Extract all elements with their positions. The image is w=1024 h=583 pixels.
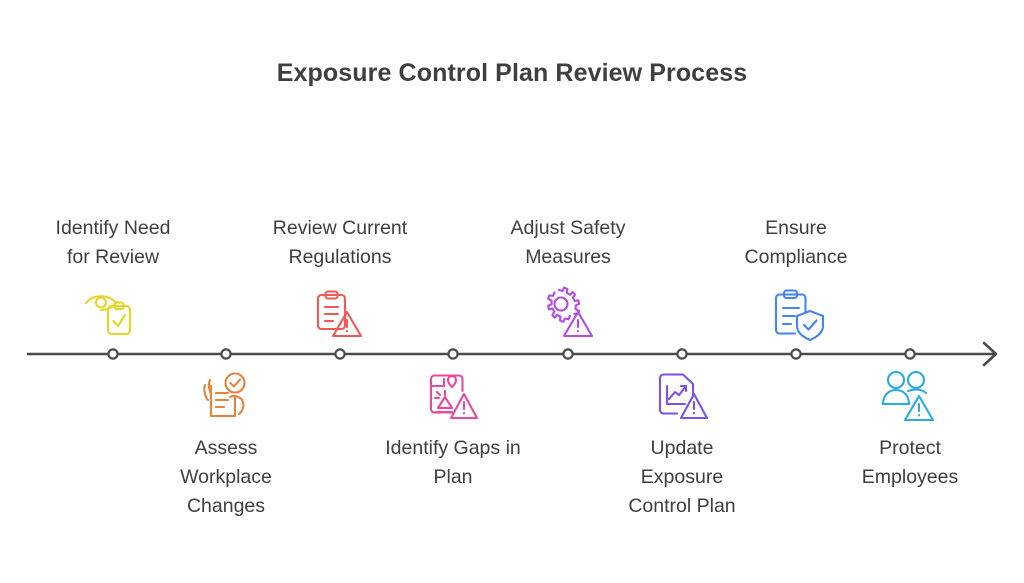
timeline-nodes bbox=[107, 348, 916, 360]
timeline-step-label: Identify Need for Review bbox=[55, 217, 171, 268]
people-warning-icon bbox=[881, 370, 935, 422]
gear-warning-icon bbox=[547, 286, 594, 338]
timeline-step-label: Identify Gaps in Plan bbox=[385, 437, 521, 488]
timeline-step-label: Ensure Compliance bbox=[744, 217, 848, 268]
timeline-step-label: Protect Employees bbox=[861, 437, 959, 488]
timeline-node-3[interactable] bbox=[334, 348, 346, 360]
timeline-step-label: Adjust Safety Measures bbox=[510, 217, 626, 268]
clipboard-shield-check-icon bbox=[774, 289, 825, 342]
chart-document-warning-icon bbox=[658, 373, 709, 420]
hand-document-check-icon bbox=[203, 372, 246, 418]
timeline-step-4[interactable]: Identify Gaps in Plan bbox=[353, 366, 553, 492]
timeline-node-4[interactable] bbox=[447, 348, 459, 360]
gap-document-warning-icon bbox=[429, 374, 479, 420]
timeline-step-1[interactable]: Identify Need for Review bbox=[13, 214, 213, 342]
timeline-step-label: Assess Workplace Changes bbox=[180, 437, 272, 517]
timeline-step-2[interactable]: Assess Workplace Changes bbox=[126, 366, 326, 521]
timeline-step-label: Review Current Regulations bbox=[272, 217, 408, 268]
page-title: Exposure Control Plan Review Process bbox=[276, 59, 748, 87]
timeline-node-7[interactable] bbox=[790, 348, 802, 360]
timeline-step-label: Update Exposure Control Plan bbox=[628, 437, 736, 517]
timeline-node-6[interactable] bbox=[676, 348, 688, 360]
timeline-step-8[interactable]: Protect Employees bbox=[810, 366, 1010, 492]
timeline-step-6[interactable]: Update Exposure Control Plan bbox=[582, 366, 782, 521]
timeline-node-2[interactable] bbox=[220, 348, 232, 360]
timeline-axis bbox=[27, 341, 998, 367]
eye-clipboard-check-icon bbox=[84, 295, 132, 336]
timeline-arrow-icon bbox=[982, 341, 998, 367]
timeline-step-3[interactable]: Review Current Regulations bbox=[240, 214, 440, 342]
timeline-node-8[interactable] bbox=[904, 348, 916, 360]
timeline-node-1[interactable] bbox=[107, 348, 119, 360]
timeline-step-7[interactable]: Ensure Compliance bbox=[696, 214, 896, 342]
clipboard-warning-icon bbox=[316, 290, 363, 338]
timeline-step-5[interactable]: Adjust Safety Measures bbox=[468, 214, 668, 342]
timeline-node-5[interactable] bbox=[562, 348, 574, 360]
